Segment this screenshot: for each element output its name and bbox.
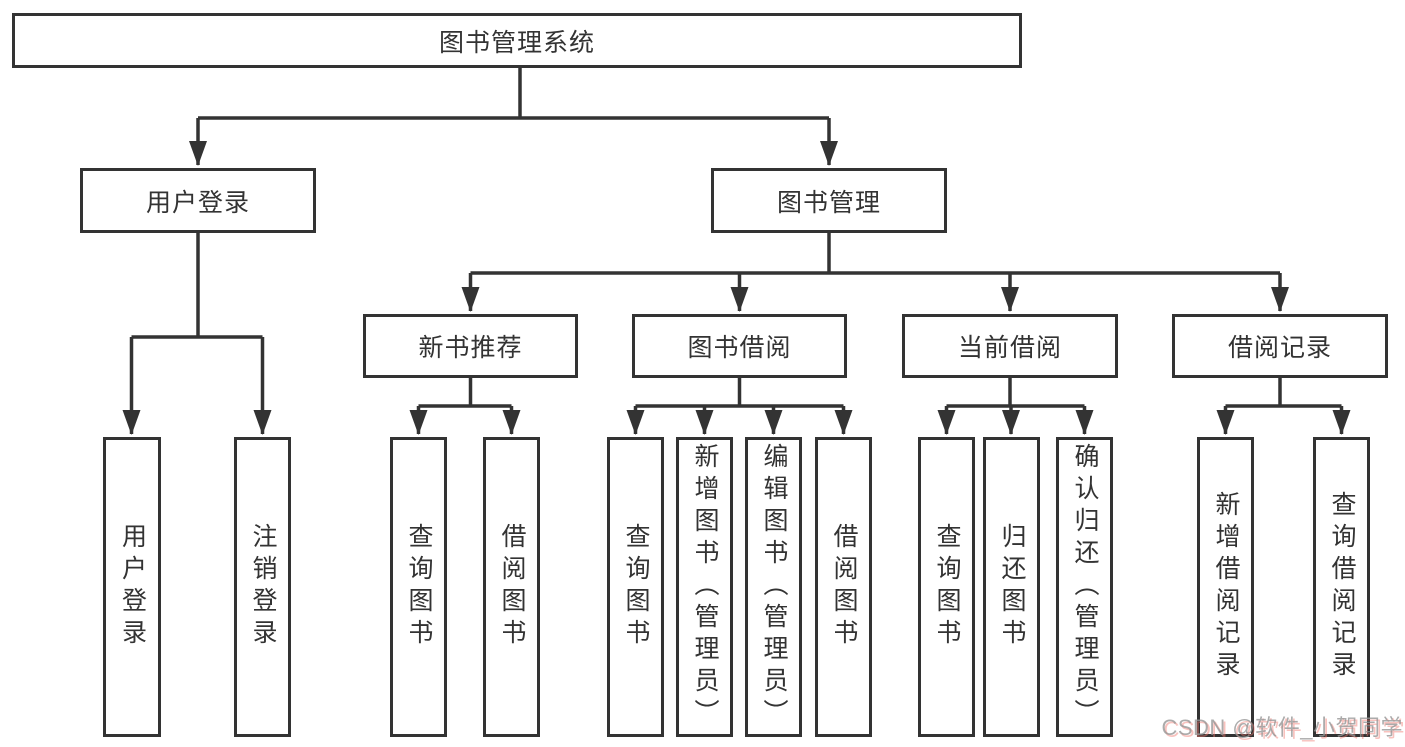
connector-lines-group [122, 67, 1351, 435]
leaf-query-books-borrowing: 查询图书 [607, 437, 664, 737]
node-book-borrowing: 图书借阅 [632, 314, 847, 378]
leaf-label: 查询借阅记录 [1328, 491, 1356, 683]
leaf-label: 借阅图书 [830, 523, 858, 651]
leaf-query-borrow-record: 查询借阅记录 [1313, 437, 1370, 737]
leaf-borrow-books-recommend: 借阅图书 [483, 437, 540, 737]
leaf-label: 查询图书 [405, 523, 433, 651]
leaf-add-book-admin: 新增图书（管理员） [676, 437, 733, 737]
leaf-label: 新增借阅记录 [1212, 491, 1240, 683]
leaf-query-books-recommend: 查询图书 [390, 437, 447, 737]
leaf-query-books-current: 查询图书 [918, 437, 975, 737]
csdn-watermark: CSDN @软件_小贺同学 [1161, 715, 1403, 740]
leaf-label: 查询图书 [622, 523, 650, 651]
node-user-login: 用户登录 [80, 168, 316, 233]
node-book-management: 图书管理 [711, 168, 947, 233]
leaf-edit-book-admin: 编辑图书（管理员） [745, 437, 802, 737]
leaf-logout: 注销登录 [234, 437, 291, 737]
node-new-book-recommendation: 新书推荐 [363, 314, 578, 378]
leaf-add-borrow-record: 新增借阅记录 [1197, 437, 1254, 737]
leaf-label: 新增图书（管理员） [691, 443, 719, 731]
leaf-confirm-return-admin: 确认归还（管理员） [1056, 437, 1113, 737]
leaf-label: 确认归还（管理员） [1071, 443, 1099, 731]
leaf-label: 借阅图书 [498, 523, 526, 651]
leaf-user-login: 用户登录 [103, 437, 161, 737]
node-borrowing-records: 借阅记录 [1172, 314, 1388, 378]
node-current-borrowing: 当前借阅 [902, 314, 1118, 378]
leaf-label: 查询图书 [933, 523, 961, 651]
leaf-label: 注销登录 [249, 523, 277, 651]
leaf-borrow-books-borrowing: 借阅图书 [815, 437, 872, 737]
leaf-label: 归还图书 [998, 523, 1026, 651]
leaf-label: 编辑图书（管理员） [760, 443, 788, 731]
leaf-label: 用户登录 [118, 523, 147, 651]
node-library-management-system: 图书管理系统 [12, 13, 1022, 68]
leaf-return-book: 归还图书 [983, 437, 1040, 737]
